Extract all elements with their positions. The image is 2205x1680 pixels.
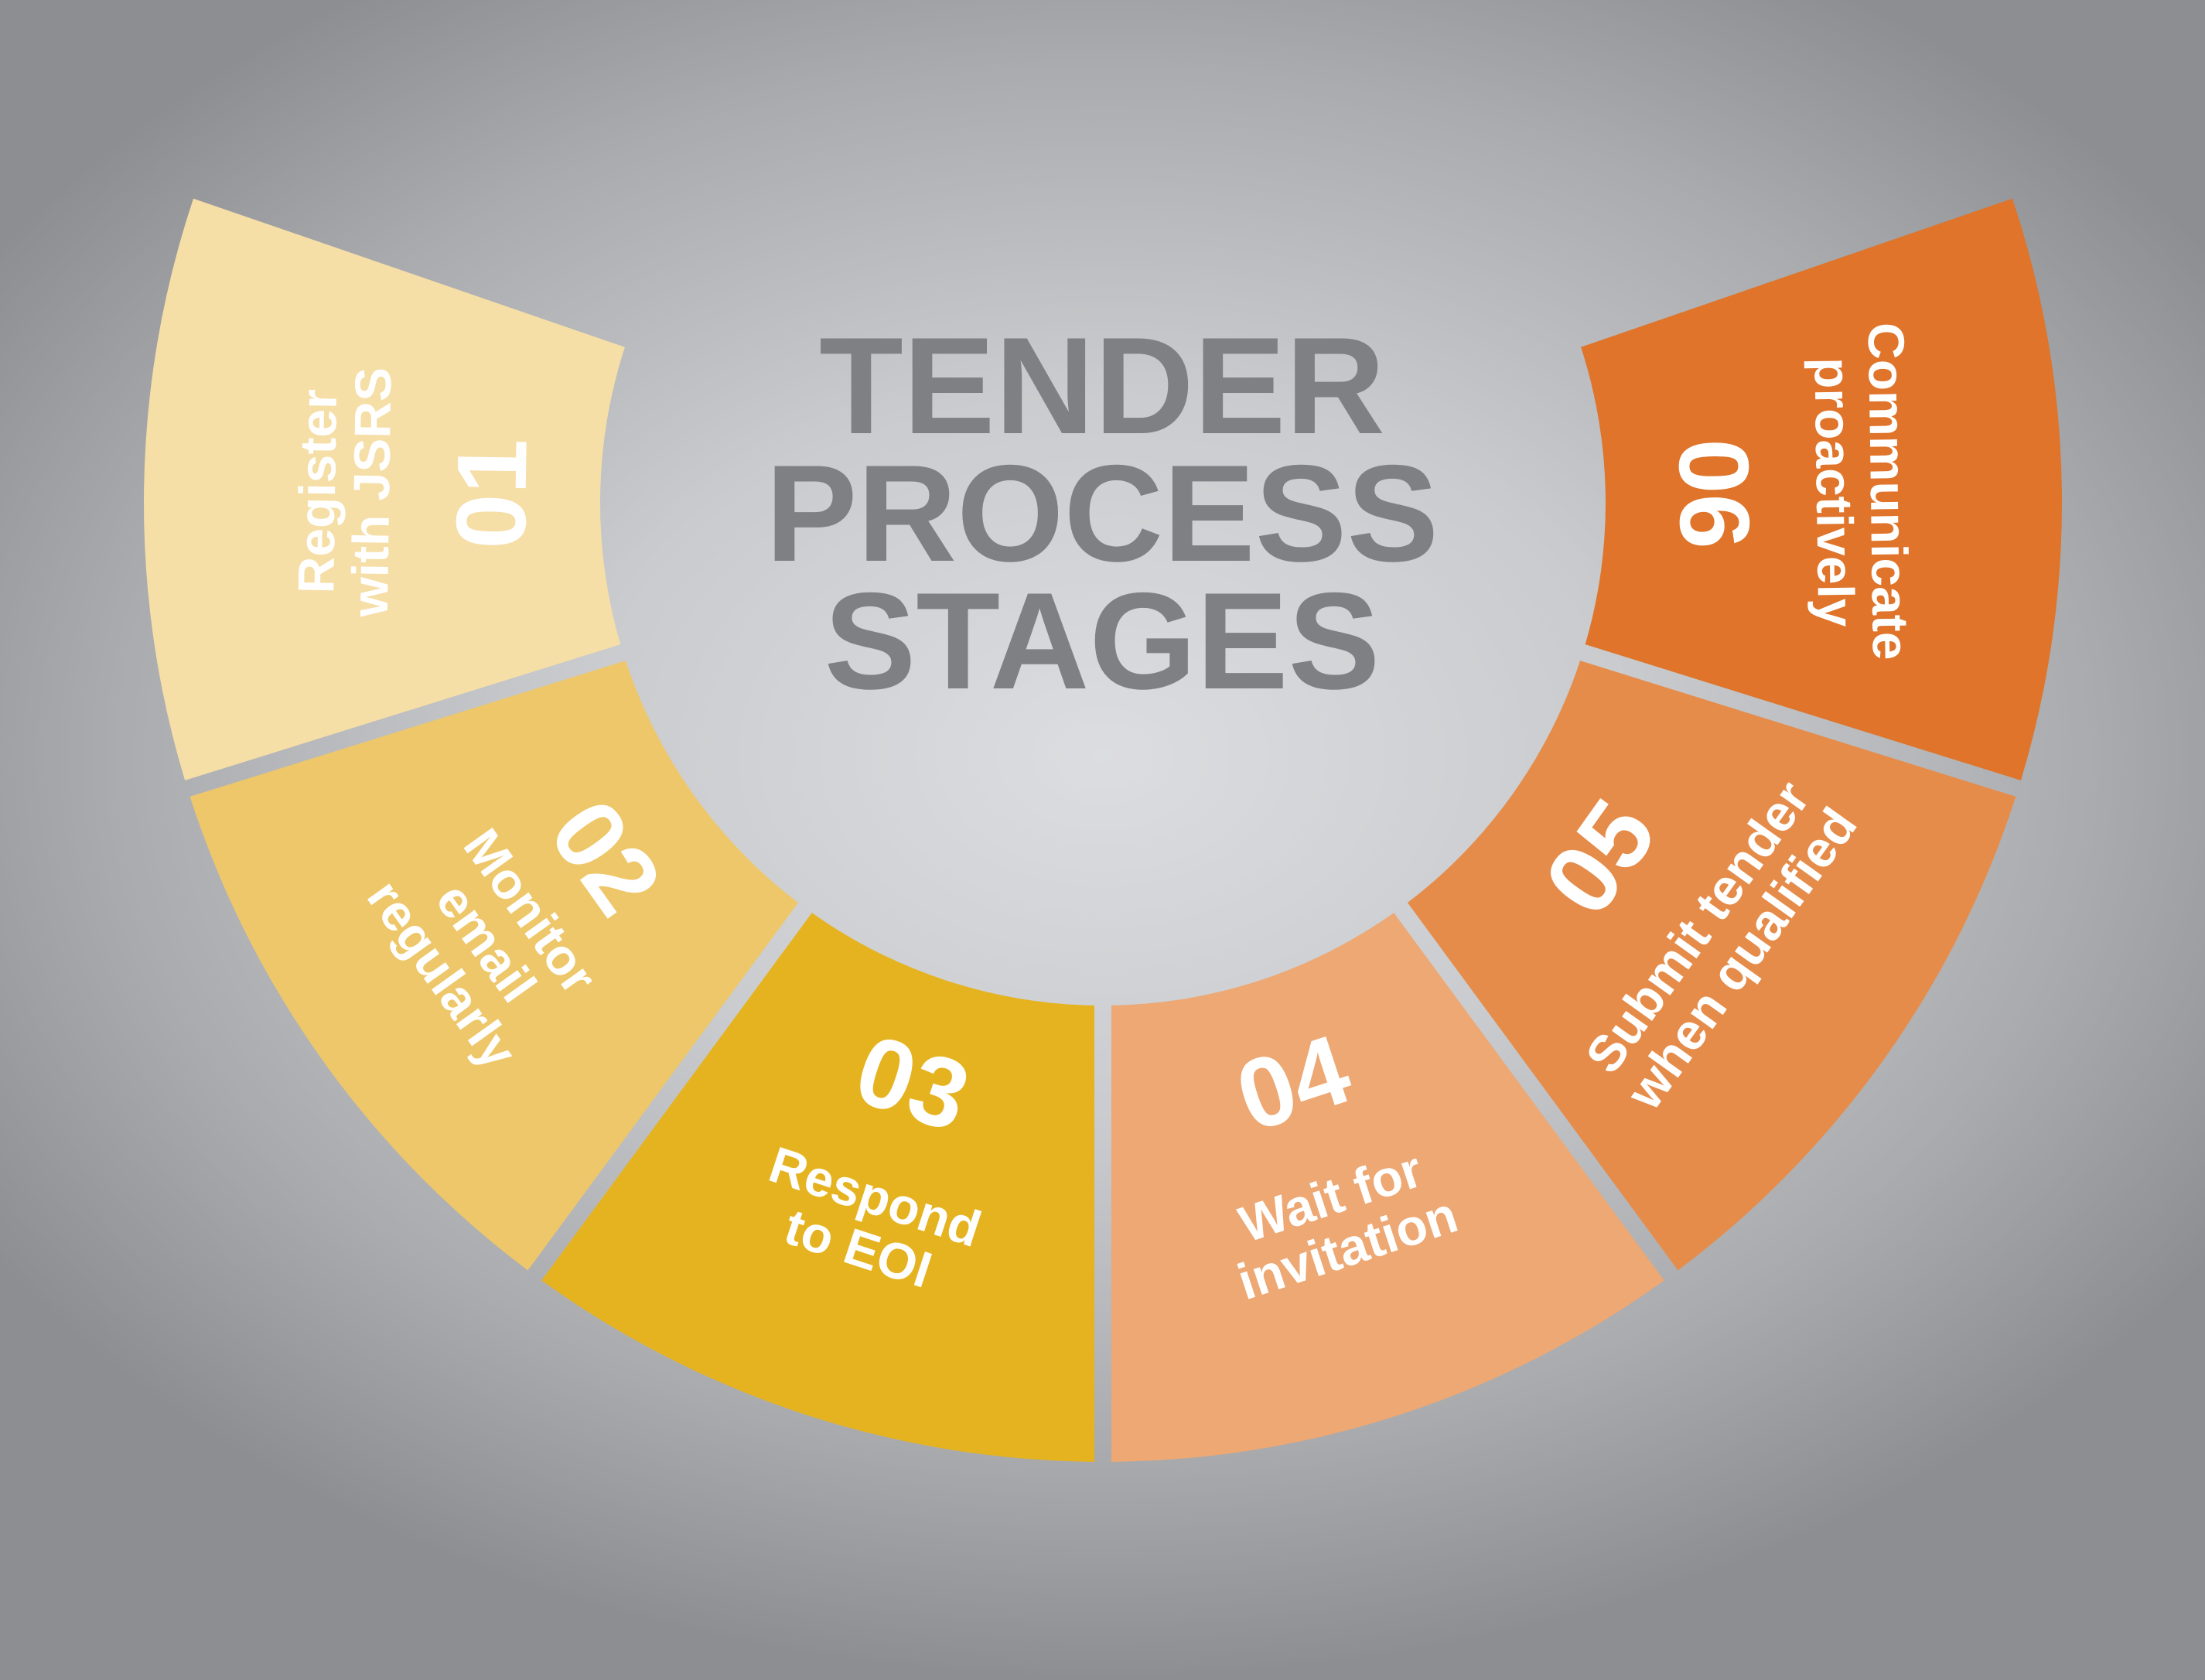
title-line-2: PROCESS [766, 436, 1439, 590]
segment-shape [143, 198, 625, 780]
segment-shape [1111, 913, 1664, 1462]
title-line-3: STAGES [824, 564, 1381, 718]
segment-shape [1581, 198, 2062, 780]
segment-shape [189, 661, 799, 1271]
stage-number: 06 [1657, 438, 1770, 549]
stage-segment-01: 01 Registerwith JSRS [143, 198, 625, 780]
stage-segment-06: 06 Communicateproactively [1581, 198, 2062, 780]
page-title: TENDER PROCESS STAGES [766, 309, 1439, 718]
stage-label: Communicateproactively [1804, 322, 1920, 661]
stage-label: Registerwith JSRS [287, 366, 402, 618]
segment-shape [541, 913, 1095, 1462]
title-line-1: TENDER [819, 309, 1385, 463]
segment-shape [1407, 661, 2016, 1271]
stage-number: 01 [436, 438, 548, 549]
